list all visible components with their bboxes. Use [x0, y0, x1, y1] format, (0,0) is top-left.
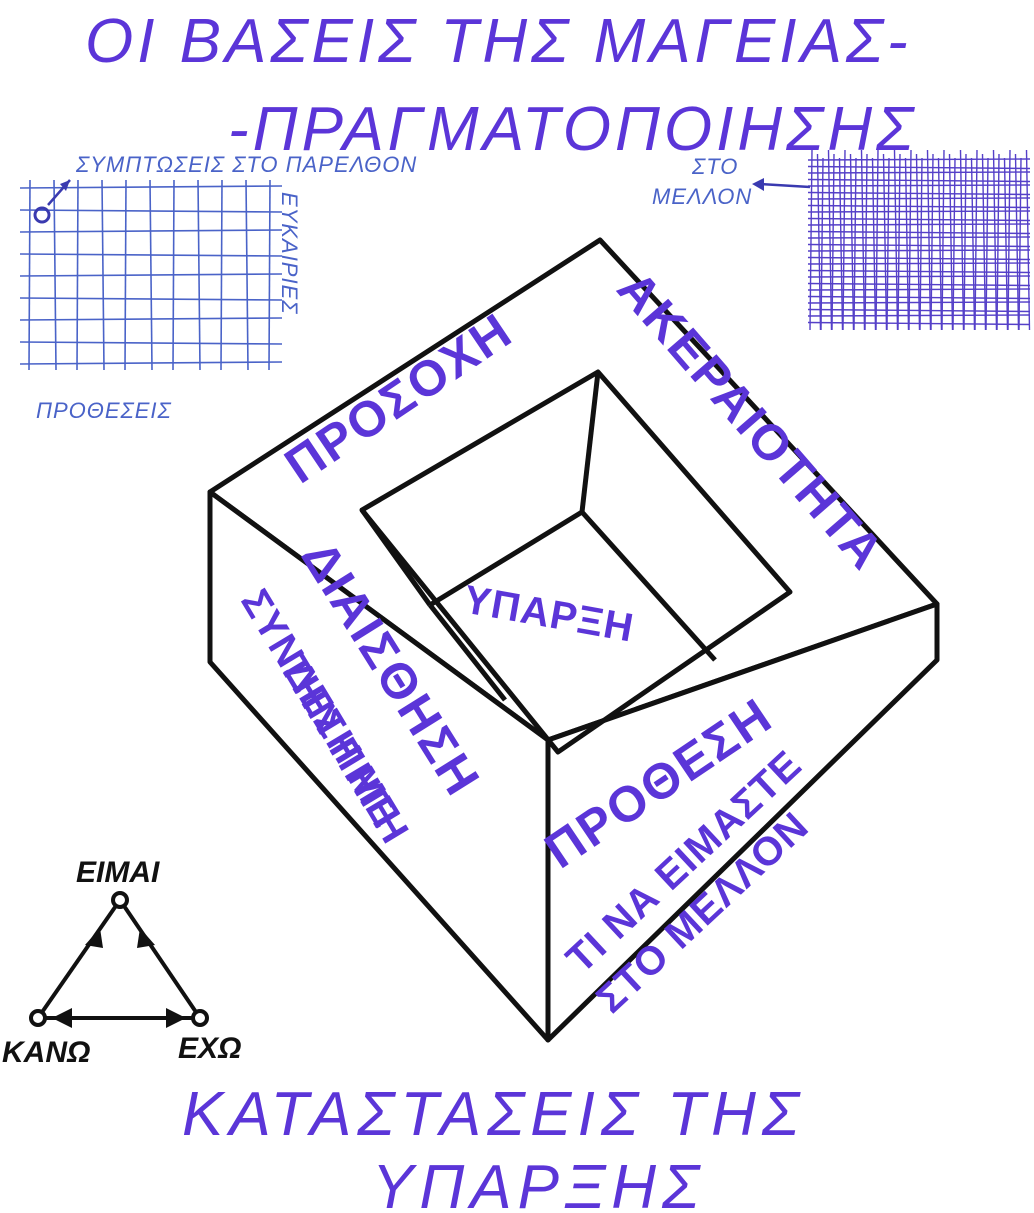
bottom-caption-line-2: ΥΠΑΡΞΗΣ — [372, 1153, 705, 1213]
past-grid-bottom-label: ΠΡΟΘΕΣΕΙΣ — [36, 398, 172, 423]
triangle-arrow-left-icon — [52, 1008, 72, 1028]
future-grid-line-v — [920, 158, 922, 330]
triangle-right-edge — [120, 900, 200, 1018]
future-grid-line-h — [808, 180, 1030, 182]
future-grid-line-v — [986, 158, 988, 330]
bottom-caption-line-1: ΚΑΤΑΣΤΑΣΕΙΣ ΤΗΣ — [182, 1080, 805, 1149]
future-grid-label-line-1: ΣΤΟ — [691, 154, 738, 179]
past-grid-top-label: ΣΥΜΠΤΩΣΕΙΣ ΣΤΟ ΠΑΡΕΛΘΟΝ — [75, 152, 417, 177]
past-grid — [20, 180, 282, 370]
future-grid-line-v — [1016, 154, 1019, 330]
future-grid-line-h — [808, 206, 1030, 208]
future-grid-line-v — [994, 150, 997, 330]
future-grid-line-v — [887, 158, 889, 330]
future-grid-line-v — [972, 158, 975, 330]
past-grid-line-h — [20, 298, 282, 300]
future-grid-line-h — [808, 237, 1030, 238]
future-grid-line-h — [808, 211, 1030, 212]
triangle-right-label: ΕΧΩ — [178, 1032, 241, 1065]
future-grid-line-v — [854, 158, 856, 330]
future-grid-line-v — [906, 158, 909, 330]
past-grid-side-label: ΕΥΚΑΙΡΙΕΣ — [277, 192, 302, 314]
past-grid-line-h — [20, 254, 282, 256]
future-grid-line-v — [1005, 158, 1008, 330]
past-grid-line-h — [20, 274, 282, 276]
future-grid-line-v — [1019, 158, 1021, 330]
future-grid-label-line-2: ΜΕΛΛΟΝ — [652, 184, 752, 209]
triangle-arrow-up-left-icon — [85, 928, 103, 948]
title-line-1: ΟΙ ΒΑΣΕΙΣ ΤΗΣ ΜΑΓΕΙΑΣ- — [85, 7, 912, 76]
past-grid-line-h — [20, 362, 282, 364]
past-grid-line-h — [20, 318, 282, 320]
past-grid-line-h — [20, 230, 282, 232]
future-grid-line-v — [939, 158, 942, 330]
future-grid-line-v — [975, 150, 977, 330]
future-grid-line-h — [808, 167, 1030, 169]
future-grid-line-v — [953, 158, 955, 330]
triangle-top-node — [113, 893, 127, 907]
future-grid-line-v — [1027, 150, 1030, 330]
triangle-arrow-up-right-icon — [137, 928, 155, 948]
past-grid-line-h — [20, 210, 282, 212]
future-grid-line-v — [1008, 150, 1010, 330]
past-grid-line-h — [20, 342, 282, 344]
future-grid-line-h — [808, 219, 1030, 221]
future-grid-arrow — [760, 184, 810, 187]
future-grid-line-h — [808, 193, 1030, 195]
future-grid-line-v — [873, 158, 876, 330]
future-grid-line-h — [808, 172, 1030, 173]
triangle-left-edge — [38, 900, 120, 1018]
triangle-left-node — [31, 1011, 45, 1025]
future-grid-arrow-head — [752, 178, 764, 191]
triangle-top-label: ΕΙΜΑΙ — [76, 856, 160, 889]
past-grid-line-v — [269, 180, 270, 370]
past-grid-line-h — [20, 186, 282, 188]
triangle-right-node — [193, 1011, 207, 1025]
future-grid — [808, 150, 1030, 330]
triangle-arrow-right-icon — [166, 1008, 186, 1028]
future-grid-line-h — [808, 185, 1030, 186]
triangle-diagram — [31, 893, 207, 1025]
future-grid-line-h — [808, 198, 1030, 199]
future-grid-line-h — [808, 224, 1030, 225]
triangle-left-label: ΚΑΝΩ — [2, 1036, 90, 1069]
future-grid-line-v — [997, 154, 999, 330]
future-grid-line-h — [808, 159, 1030, 160]
future-grid-line-h — [808, 250, 1030, 251]
future-grid-line-v — [840, 158, 843, 330]
